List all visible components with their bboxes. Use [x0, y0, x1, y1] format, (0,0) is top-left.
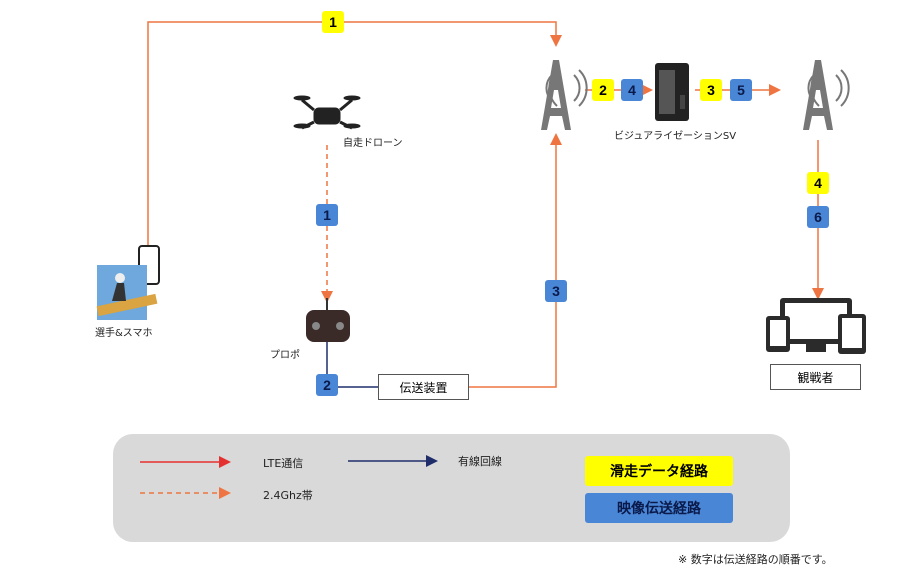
- footnote: ※ 数字は伝送経路の順番です。: [678, 553, 833, 566]
- drone-label: 自走ドローン: [343, 138, 403, 149]
- legend-band-label: 2.4Ghz帯: [263, 489, 313, 502]
- legend-lte-label: LTE通信: [263, 457, 304, 470]
- server-label: ビジュアライゼーションSV: [614, 131, 737, 142]
- step-badge-server-in-data: 2: [592, 79, 614, 101]
- propo-controller-icon: [306, 298, 350, 342]
- devices-icon: [766, 298, 866, 354]
- athlete-photo: [96, 265, 158, 320]
- step-badge-drone: 1: [316, 204, 338, 226]
- tower-icon-right: [803, 60, 850, 130]
- legend: LTE通信 有線回線 2.4Ghz帯 滑走データ経路 映像伝送経路: [113, 434, 790, 542]
- legend-skate-route: 滑走データ経路: [585, 456, 733, 486]
- drone-icon: [293, 95, 361, 130]
- propo-label: プロポ: [270, 350, 300, 361]
- tower-icon-left: [541, 60, 588, 130]
- step-badge-server-out-video: 5: [730, 79, 752, 101]
- step-badge-server-out-data: 3: [700, 79, 722, 101]
- step-badge-down-data: 4: [807, 172, 829, 194]
- step-badge-lte: 1: [322, 11, 344, 33]
- athlete-label: 選手&スマホ: [95, 328, 153, 339]
- legend-video-route: 映像伝送経路: [585, 493, 733, 523]
- step-badge-down-video: 6: [807, 206, 829, 228]
- step-badge-server-in-video: 4: [621, 79, 643, 101]
- lte-line-transmitter-to-tower: [468, 133, 562, 388]
- viewers-box: 観戦者: [770, 364, 861, 390]
- lte-line-phone-to-tower: [147, 21, 562, 246]
- step-badge-propo: 2: [316, 374, 338, 396]
- legend-wired-label: 有線回線: [458, 455, 502, 468]
- step-badge-transmitter: 3: [545, 280, 567, 302]
- transmitter-box: 伝送装置: [378, 374, 469, 400]
- server-icon: [655, 63, 689, 121]
